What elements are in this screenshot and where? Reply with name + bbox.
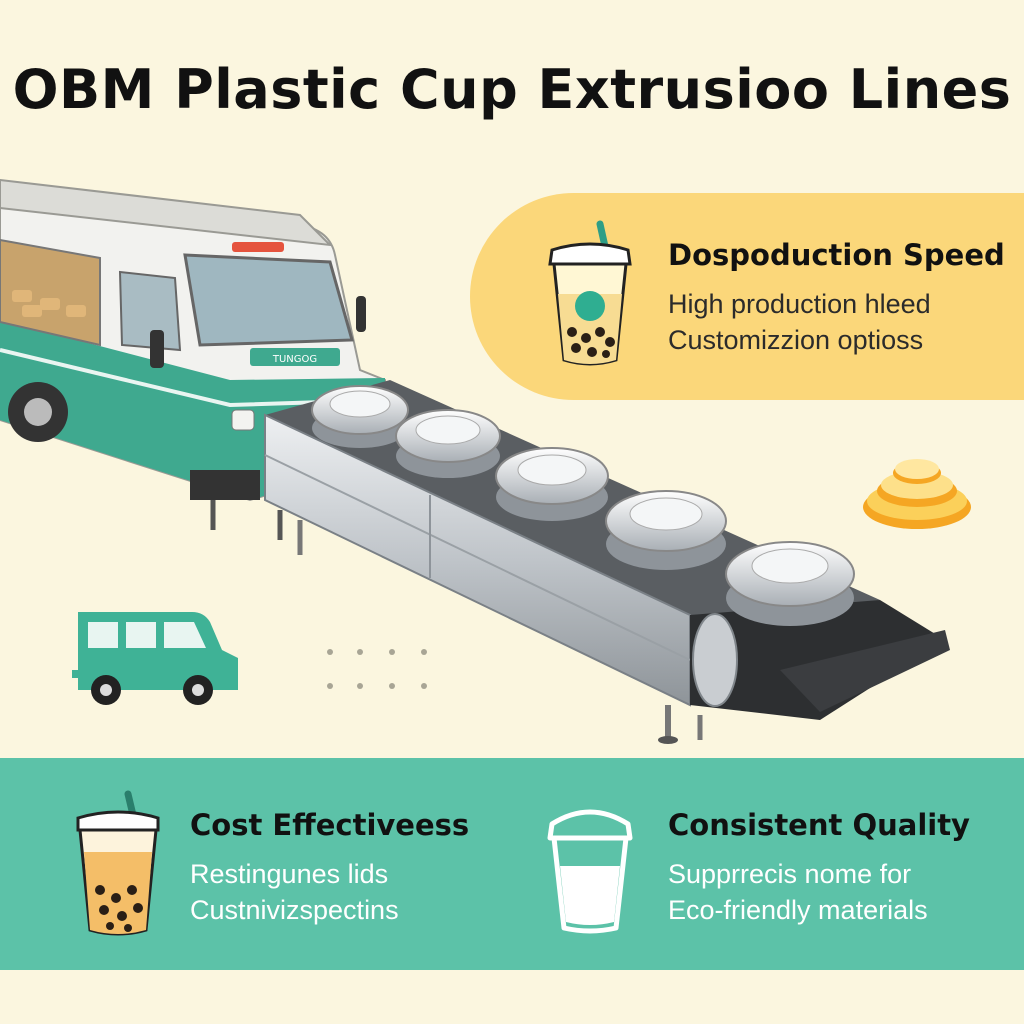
truck-sign: TUNGOG bbox=[272, 354, 317, 365]
features-band bbox=[0, 758, 1024, 970]
speed-heading: Dospoduction Speed bbox=[668, 238, 1005, 272]
decor-dot bbox=[327, 649, 333, 655]
boba-cup-icon bbox=[548, 220, 632, 366]
decor-dot bbox=[421, 683, 427, 689]
truck-conveyor-illustration: TUNGOG bbox=[0, 178, 950, 744]
decor-dot bbox=[357, 683, 363, 689]
decor-dot bbox=[421, 649, 427, 655]
decor-dot bbox=[389, 649, 395, 655]
cost-line-2: Custnivizspectins bbox=[190, 895, 399, 925]
page-title: OBM Plastic Cup Extrusioo Lines bbox=[12, 58, 1012, 121]
boba-cup-icon bbox=[76, 790, 160, 936]
decor-dot bbox=[389, 683, 395, 689]
quality-heading: Consistent Quality bbox=[668, 808, 970, 842]
van-icon bbox=[72, 612, 238, 705]
quality-line-1: Supprrecis nome for bbox=[668, 859, 912, 889]
lid-stack-icon bbox=[863, 459, 971, 529]
speed-line-2: Customizzion optioss bbox=[668, 325, 924, 355]
cost-heading: Cost Effectiveess bbox=[190, 808, 470, 842]
quality-line-2: Eco-friendly materials bbox=[668, 895, 928, 925]
decor-dot bbox=[357, 649, 363, 655]
decor-dot bbox=[327, 683, 333, 689]
plastic-cup-icon bbox=[547, 809, 633, 934]
cost-line-1: Restingunes lids bbox=[190, 859, 389, 889]
speed-line-1: High production hleed bbox=[668, 289, 931, 319]
